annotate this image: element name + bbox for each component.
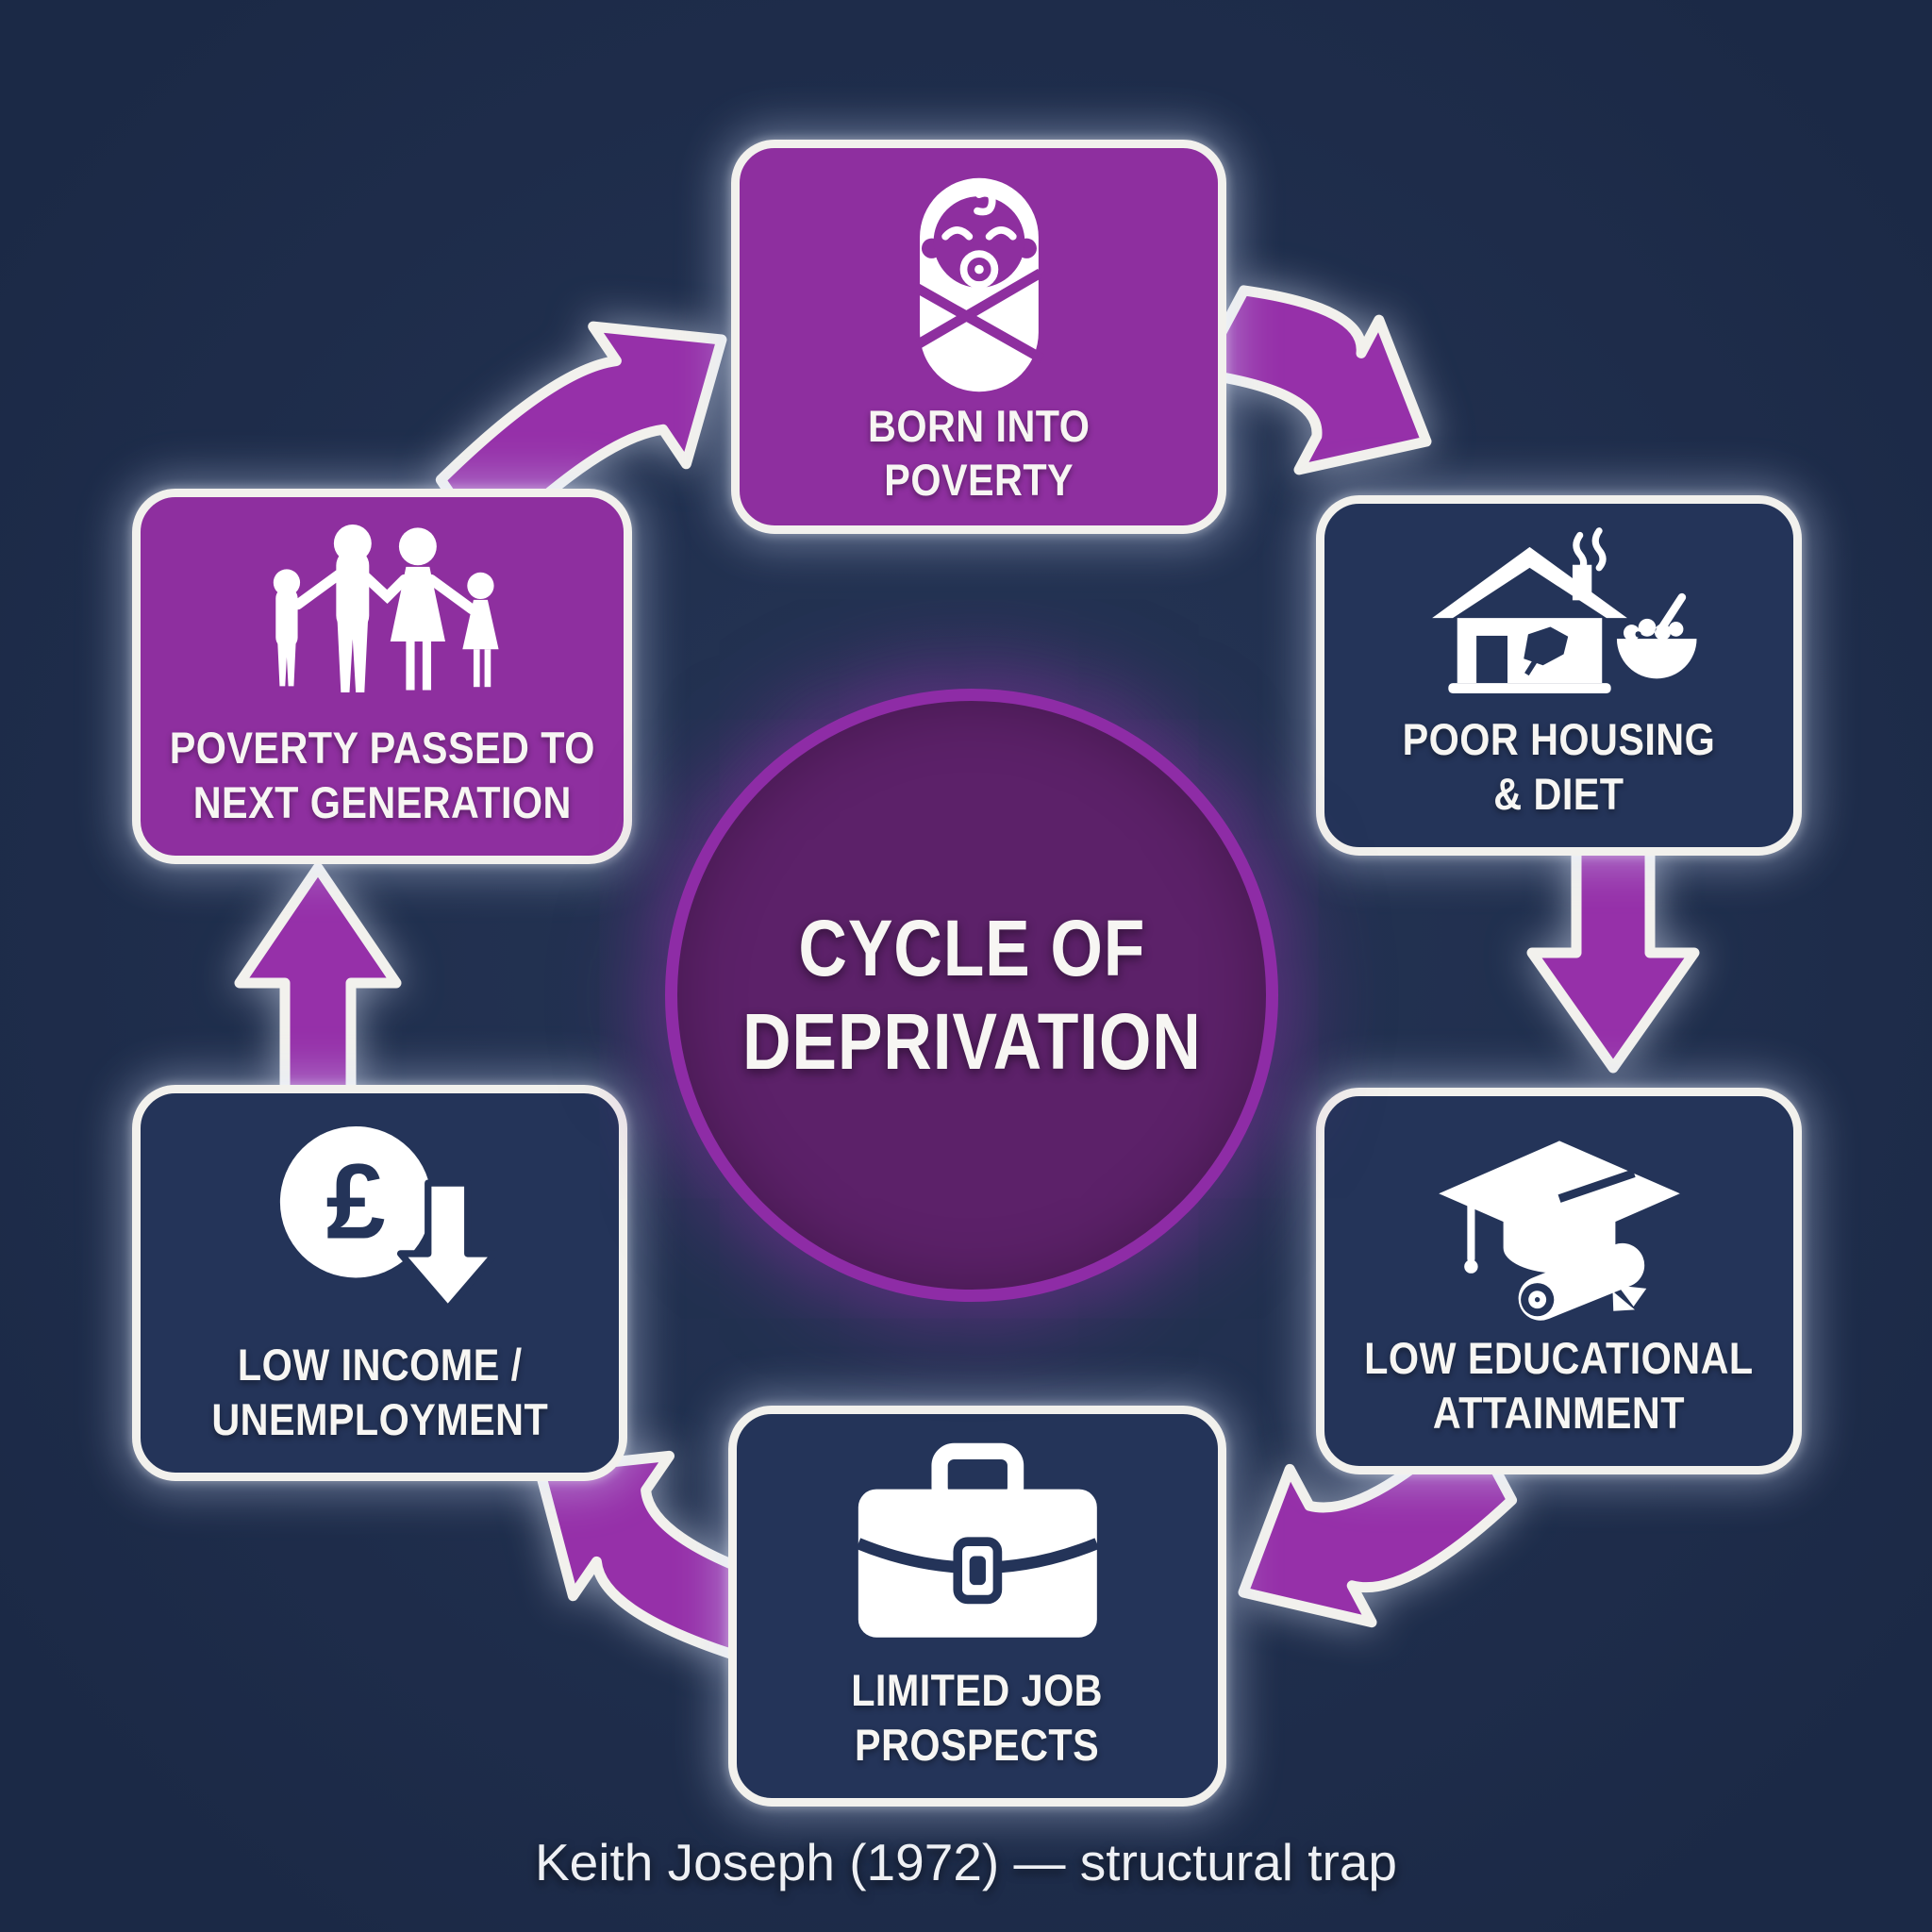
diagram-title: CYCLE OF DEPRIVATION — [741, 903, 1202, 1086]
node-low-educational-attainment: LOW EDUCATIONAL ATTAINMENT — [1316, 1088, 1802, 1474]
arrow-income-to-generation — [234, 862, 402, 1100]
graduation-icon — [1438, 1141, 1680, 1321]
node-label: POVERTY PASSED TO NEXT GENERATION — [169, 723, 595, 827]
node-poor-housing-diet: POOR HOUSING & DIET — [1316, 495, 1802, 856]
house-bowl-icon — [1431, 527, 1697, 694]
arrow-jobs-to-income — [534, 1450, 785, 1659]
node-born-into-poverty: BORN INTO POVERTY — [731, 140, 1226, 534]
node-label: LIMITED JOB PROSPECTS — [851, 1665, 1104, 1770]
node-label: POOR HOUSING & DIET — [1402, 714, 1716, 819]
node-poverty-next-generation: POVERTY PASSED TO NEXT GENERATION — [132, 489, 632, 864]
node-label: LOW INCOME / UNEMPLOYMENT — [211, 1340, 548, 1444]
pound-symbol: £ — [326, 1142, 386, 1261]
node-low-income-unemployment: £ LOW INCOME / UNEMPLOYMENT — [132, 1085, 627, 1481]
node-label: LOW EDUCATIONAL ATTAINMENT — [1364, 1333, 1754, 1438]
caption: Keith Joseph (1972) — structural trap — [534, 1833, 1398, 1891]
center-circle: CYCLE OF DEPRIVATION — [665, 689, 1278, 1302]
node-label: BORN INTO POVERTY — [867, 401, 1091, 506]
briefcase-icon — [856, 1442, 1099, 1638]
family-icon — [273, 524, 499, 693]
node-limited-job-prospects: LIMITED JOB PROSPECTS — [728, 1406, 1226, 1807]
arrow-housing-to-education — [1526, 829, 1700, 1074]
arrow-born-to-housing — [1193, 285, 1432, 475]
baby-icon — [913, 177, 1044, 392]
pound-down-icon: £ — [279, 1125, 499, 1312]
